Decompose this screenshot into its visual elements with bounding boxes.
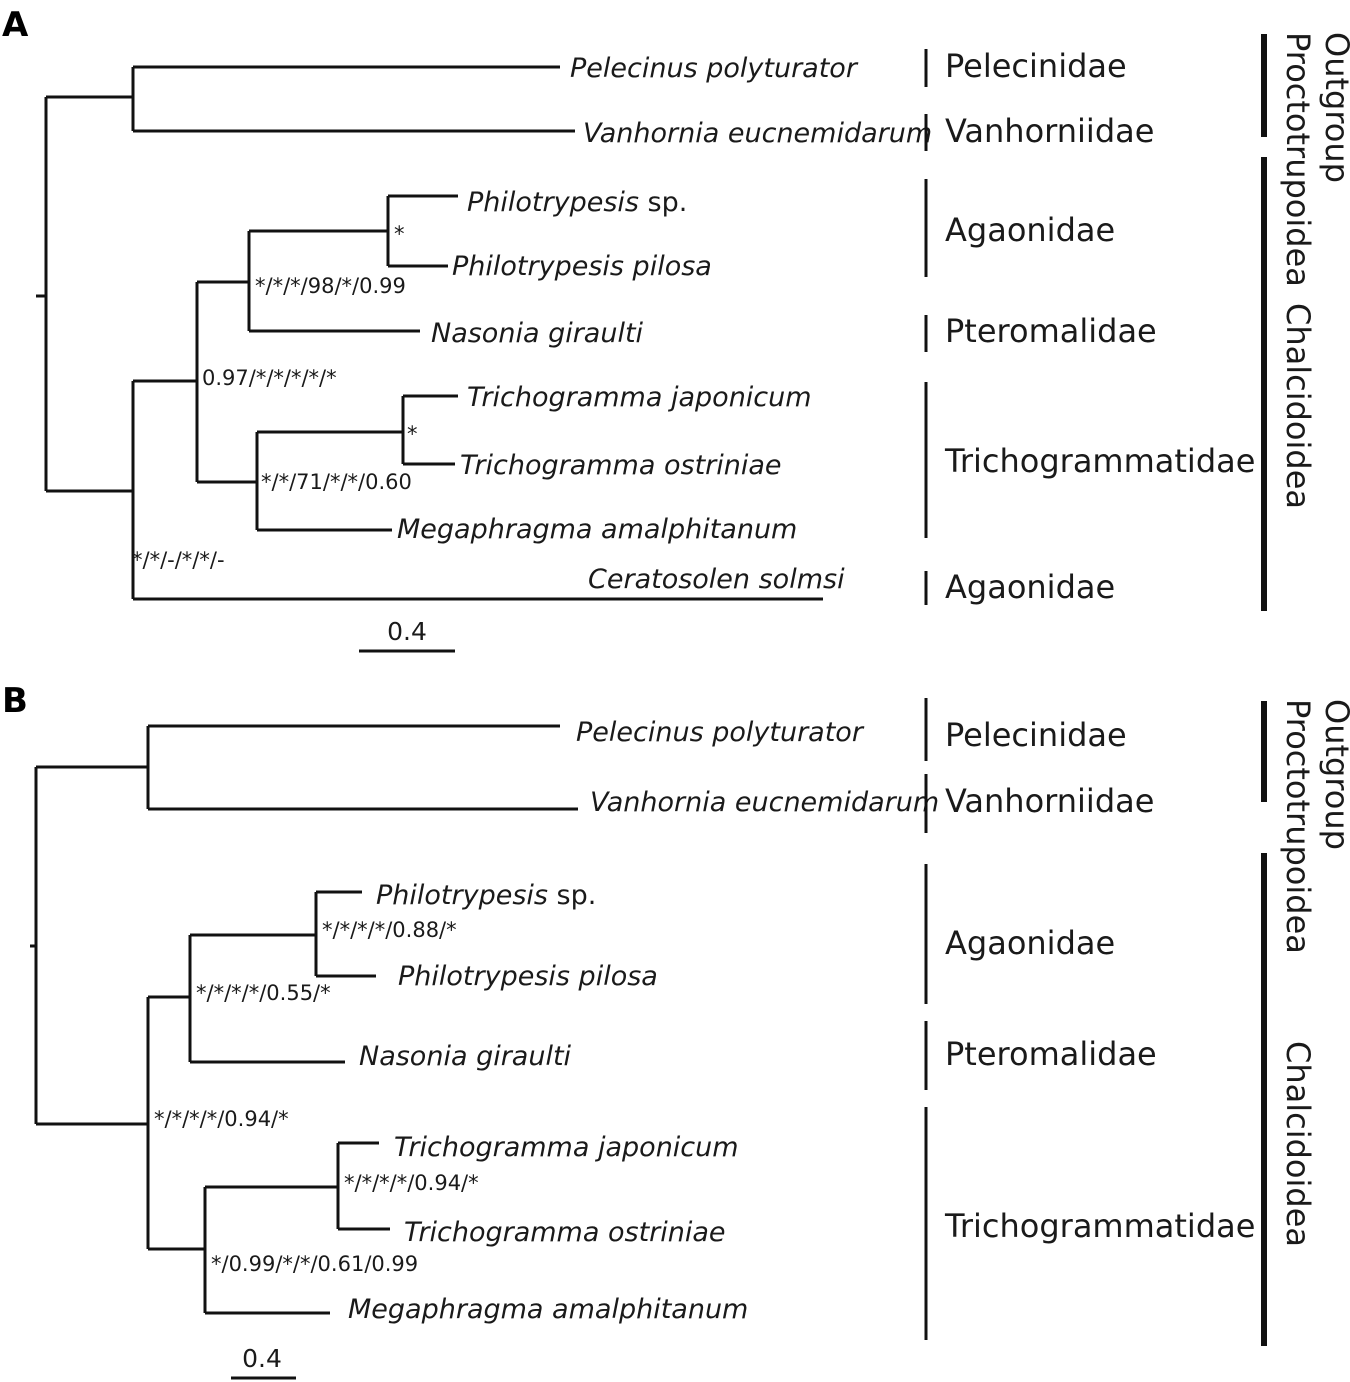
group-label-outgroup: Outgroup	[1318, 699, 1350, 850]
group-label-proctotrupoidea: Proctotrupoidea	[1279, 699, 1317, 954]
taxon-label: Trichogramma japonicum	[467, 382, 812, 413]
taxon-label: Nasonia giraulti	[359, 1041, 572, 1072]
support-value: 0.97/*/*/*/*/*	[202, 366, 337, 390]
panel-a-label: A	[2, 5, 29, 45]
support-value: */*/-/*/*/-	[132, 548, 225, 572]
panel-b: B Pelecinus polyturator	[2, 681, 1350, 1380]
taxon-label: Nasonia giraulti	[431, 318, 644, 349]
panel-b-taxon-labels: Pelecinus polyturator Vanhornia eucnemid…	[348, 717, 939, 1325]
taxon-label: Megaphragma amalphitanum	[397, 514, 797, 545]
panel-b-group-brackets: Outgroup Proctotrupoidea Chalcidoidea	[1261, 699, 1350, 1346]
taxon-label: Megaphragma amalphitanum	[348, 1294, 748, 1325]
support-value: */*/71/*/*/0.60	[261, 470, 412, 494]
group-label-outgroup: Outgroup	[1318, 32, 1350, 183]
taxon-label: Pelecinus polyturator	[576, 717, 865, 748]
group-label-chalcidoidea: Chalcidoidea	[1279, 1041, 1317, 1247]
panel-b-family-labels: Pelecinidae Vanhorniidae Agaonidae Ptero…	[944, 716, 1255, 1245]
panel-a-tree-branches	[36, 65, 823, 601]
taxon-label: Pelecinus polyturator	[570, 53, 859, 84]
scale-bar-label: 0.4	[387, 617, 427, 646]
panel-b-label: B	[2, 681, 28, 721]
support-value: */0.99/*/*/0.61/0.99	[211, 1252, 418, 1276]
support-value: *	[394, 222, 405, 246]
family-label: Pteromalidae	[945, 312, 1157, 350]
taxon-label: Philotrypesis pilosa	[398, 961, 658, 992]
taxon-label: Vanhornia eucnemidarum	[583, 118, 932, 149]
family-label: Agaonidae	[945, 568, 1115, 606]
family-label: Pelecinidae	[945, 716, 1127, 754]
support-value: *	[407, 422, 418, 446]
taxon-label: Trichogramma ostriniae	[404, 1217, 726, 1248]
family-label: Pteromalidae	[945, 1035, 1157, 1073]
support-value: */*/*/*/0.55/*	[196, 981, 331, 1005]
support-value: */*/*/*/0.94/*	[344, 1171, 479, 1195]
support-value: */*/*/*/0.88/*	[322, 918, 457, 942]
taxon-genus: Philotrypesis	[376, 880, 548, 911]
taxon-suffix: sp.	[639, 187, 687, 218]
panel-a-family-labels: Pelecinidae Vanhorniidae Agaonidae Ptero…	[944, 47, 1255, 606]
family-label: Vanhorniidae	[945, 782, 1154, 820]
family-label: Agaonidae	[945, 211, 1115, 249]
family-label: Vanhorniidae	[945, 112, 1154, 150]
family-label: Trichogrammatidae	[944, 1207, 1255, 1245]
scale-bar-label: 0.4	[242, 1344, 282, 1373]
family-label: Agaonidae	[945, 924, 1115, 962]
panel-a-scale-bar: 0.4	[359, 617, 455, 653]
panel-b-support-values: */*/*/*/0.88/* */*/*/*/0.55/* */*/*/*/0.…	[154, 918, 479, 1276]
family-label: Pelecinidae	[945, 47, 1127, 85]
panel-a-support-values: * */*/*/98/*/0.99 0.97/*/*/*/*/* * */*/7…	[132, 222, 418, 572]
taxon-label: Trichogramma japonicum	[394, 1132, 739, 1163]
taxon-label: Ceratosolen solmsi	[588, 564, 845, 595]
panel-a: A	[2, 5, 1350, 653]
panel-a-taxon-labels: Pelecinus polyturator Vanhornia eucnemid…	[397, 53, 932, 595]
taxon-label: Philotrypesis sp.	[467, 187, 687, 218]
support-value: */*/*/*/0.94/*	[154, 1107, 289, 1131]
panel-b-tree-branches	[30, 724, 578, 1315]
support-value: */*/*/98/*/0.99	[255, 274, 406, 298]
group-label-proctotrupoidea: Proctotrupoidea	[1279, 32, 1317, 287]
panel-b-scale-bar: 0.4	[231, 1344, 296, 1380]
family-label: Trichogrammatidae	[944, 442, 1255, 480]
taxon-label: Philotrypesis pilosa	[452, 251, 712, 282]
taxon-label: Vanhornia eucnemidarum	[590, 787, 939, 818]
taxon-label: Trichogramma ostriniae	[460, 450, 782, 481]
taxon-suffix: sp.	[548, 880, 596, 911]
panel-a-group-brackets: Outgroup Proctotrupoidea Chalcidoidea	[1261, 32, 1350, 611]
taxon-genus: Philotrypesis	[467, 187, 639, 218]
taxon-label: Philotrypesis sp.	[376, 880, 596, 911]
group-label-chalcidoidea: Chalcidoidea	[1279, 303, 1317, 509]
